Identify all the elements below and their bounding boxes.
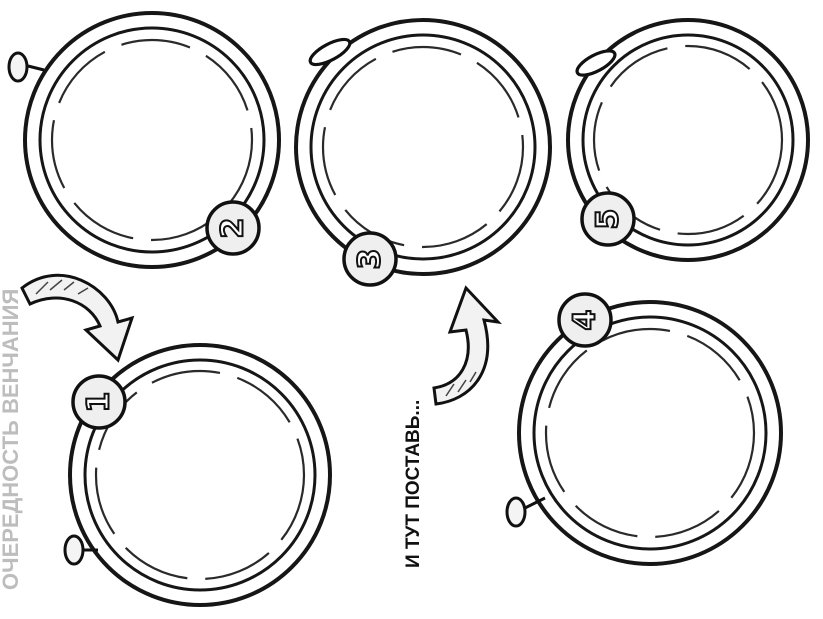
step-badge-5: 5 [582,193,634,245]
curved-arrow-icon-middle [434,288,498,404]
pin-icon-ring-1 [65,536,98,564]
step-badge-4: 4 [559,294,611,346]
curved-arrow-icon-left [22,275,132,360]
step-badge-3: 3 [344,233,396,285]
pin-icon-ring-4 [507,498,545,526]
step-number-2: 2 [216,218,251,239]
step-number-3: 3 [353,249,388,270]
ring-4 [519,302,781,564]
step-number-4: 4 [568,310,603,331]
step-badge-2: 2 [207,202,259,254]
caption-text: И ТУТ ПОСТАВЬ... [403,400,424,568]
step-number-1: 1 [82,392,117,413]
step-badge-1: 1 [73,376,125,428]
pin-icon-ring-2 [9,53,44,81]
faded-title: ОЧЕРЕДНОСТЬ ВЕНЧАНИЯ [0,289,23,590]
hook-icon-ring-5 [574,46,619,80]
step-number-5: 5 [591,209,626,230]
